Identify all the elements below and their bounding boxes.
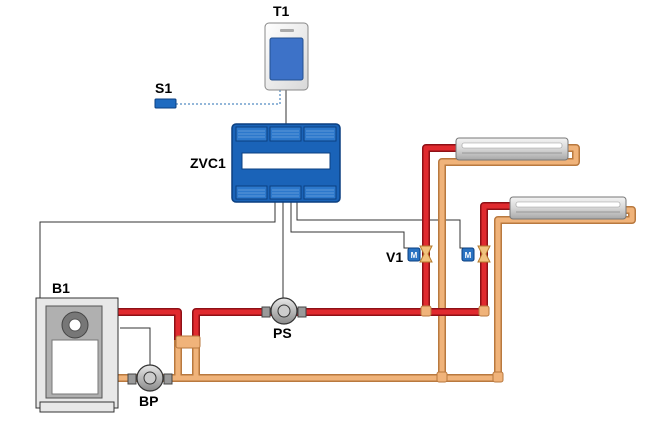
boiler-pump-wire (120, 327, 151, 368)
thermostat (264, 22, 309, 91)
control-wiring (39, 90, 464, 368)
fittings (175, 305, 504, 383)
system-pump-label: PS (273, 325, 292, 341)
sensor (154, 98, 177, 109)
boiler-label: B1 (52, 280, 70, 296)
sensor-wire (176, 90, 281, 105)
boiler (35, 297, 119, 413)
radiator-lower (509, 196, 627, 220)
sensor-label: S1 (155, 80, 172, 96)
motor-mark: M (411, 251, 418, 260)
return-piping (104, 144, 636, 382)
valve-label: V1 (386, 249, 403, 265)
controller-display (241, 152, 331, 170)
zone-valve-1: M (407, 245, 433, 263)
boiler-control-wire (39, 200, 276, 298)
system-pump (261, 297, 307, 325)
zone-valve-2: M (461, 245, 491, 263)
closely-spaced-tees (175, 335, 201, 349)
valve-actuator-icon (461, 247, 475, 262)
thermostat-label: T1 (273, 3, 290, 19)
controller-label: ZVC1 (190, 155, 226, 171)
radiator-upper (455, 137, 569, 161)
zone-valve-controller (231, 123, 341, 203)
valve2-control-wire (296, 200, 464, 249)
boiler-pump (127, 364, 173, 392)
valve1-control-wire (290, 200, 410, 249)
valve-actuator-icon (407, 247, 421, 262)
thermostat-screen (269, 37, 304, 81)
boiler-pump-label: BP (139, 393, 158, 409)
motor-mark: M (465, 251, 472, 260)
